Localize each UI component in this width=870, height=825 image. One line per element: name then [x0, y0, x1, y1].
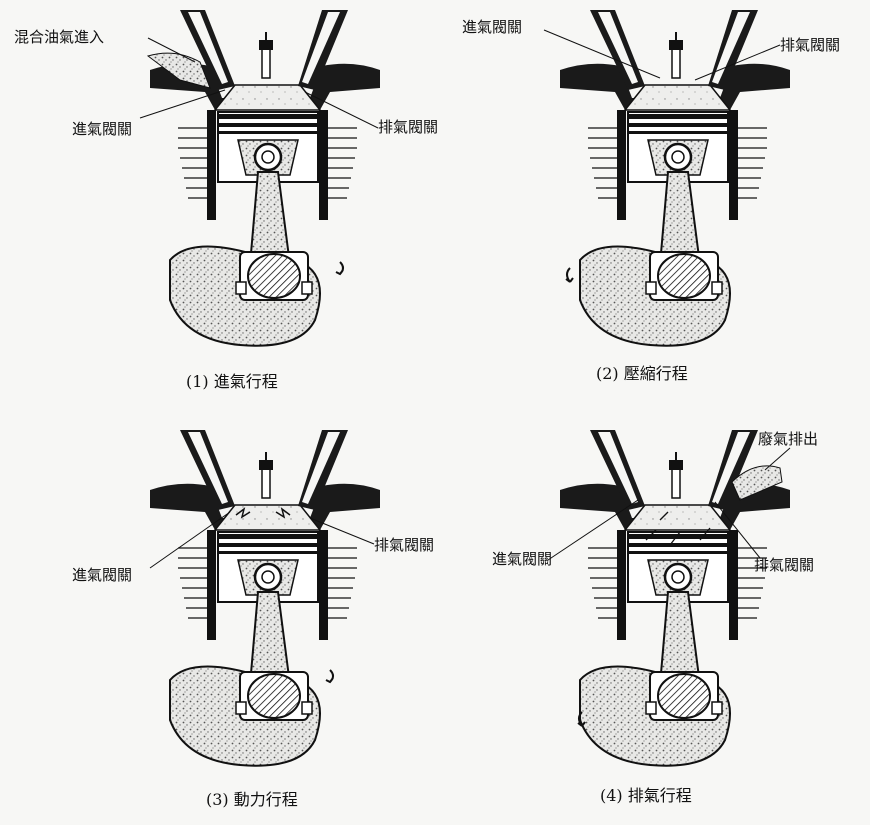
rotation-arrow-icon [326, 670, 333, 682]
panel-caption: (3) 動力行程 [206, 792, 298, 808]
engine-diagram [0, 420, 435, 825]
panel-caption: (2) 壓縮行程 [596, 366, 688, 382]
label-intake-flow: 混合油氣進入 [14, 30, 104, 45]
rotation-arrow-icon [336, 262, 343, 274]
label-intake-valve: 進氣閥關 [72, 568, 132, 583]
label-intake-valve: 進氣閥關 [462, 20, 522, 35]
panel-caption: (4) 排氣行程 [600, 788, 692, 804]
engine-diagram [410, 0, 845, 405]
engine-diagram [0, 0, 435, 405]
panel-intake-stroke: 混合油氣進入 進氣閥關 排氣閥關 (1) 進氣行程 [0, 0, 435, 405]
panel-caption: (1) 進氣行程 [186, 374, 278, 390]
rotation-arrow-icon [566, 268, 573, 282]
label-exhaust-flow: 廢氣排出 [758, 432, 818, 447]
label-intake-valve: 進氣閥關 [72, 122, 132, 137]
panel-exhaust-stroke: 廢氣排出 進氣閥關 排氣閥關 (4) 排氣行程 [410, 420, 845, 825]
label-exhaust-valve: 排氣閥關 [754, 558, 814, 573]
label-exhaust-valve: 排氣閥關 [780, 38, 840, 53]
engine-diagram [410, 420, 845, 825]
label-intake-valve: 進氣閥關 [492, 552, 552, 567]
panel-power-stroke: 進氣閥關 排氣閥關 (3) 動力行程 [0, 420, 435, 825]
panel-compression-stroke: 進氣閥關 排氣閥關 (2) 壓縮行程 [410, 0, 845, 405]
